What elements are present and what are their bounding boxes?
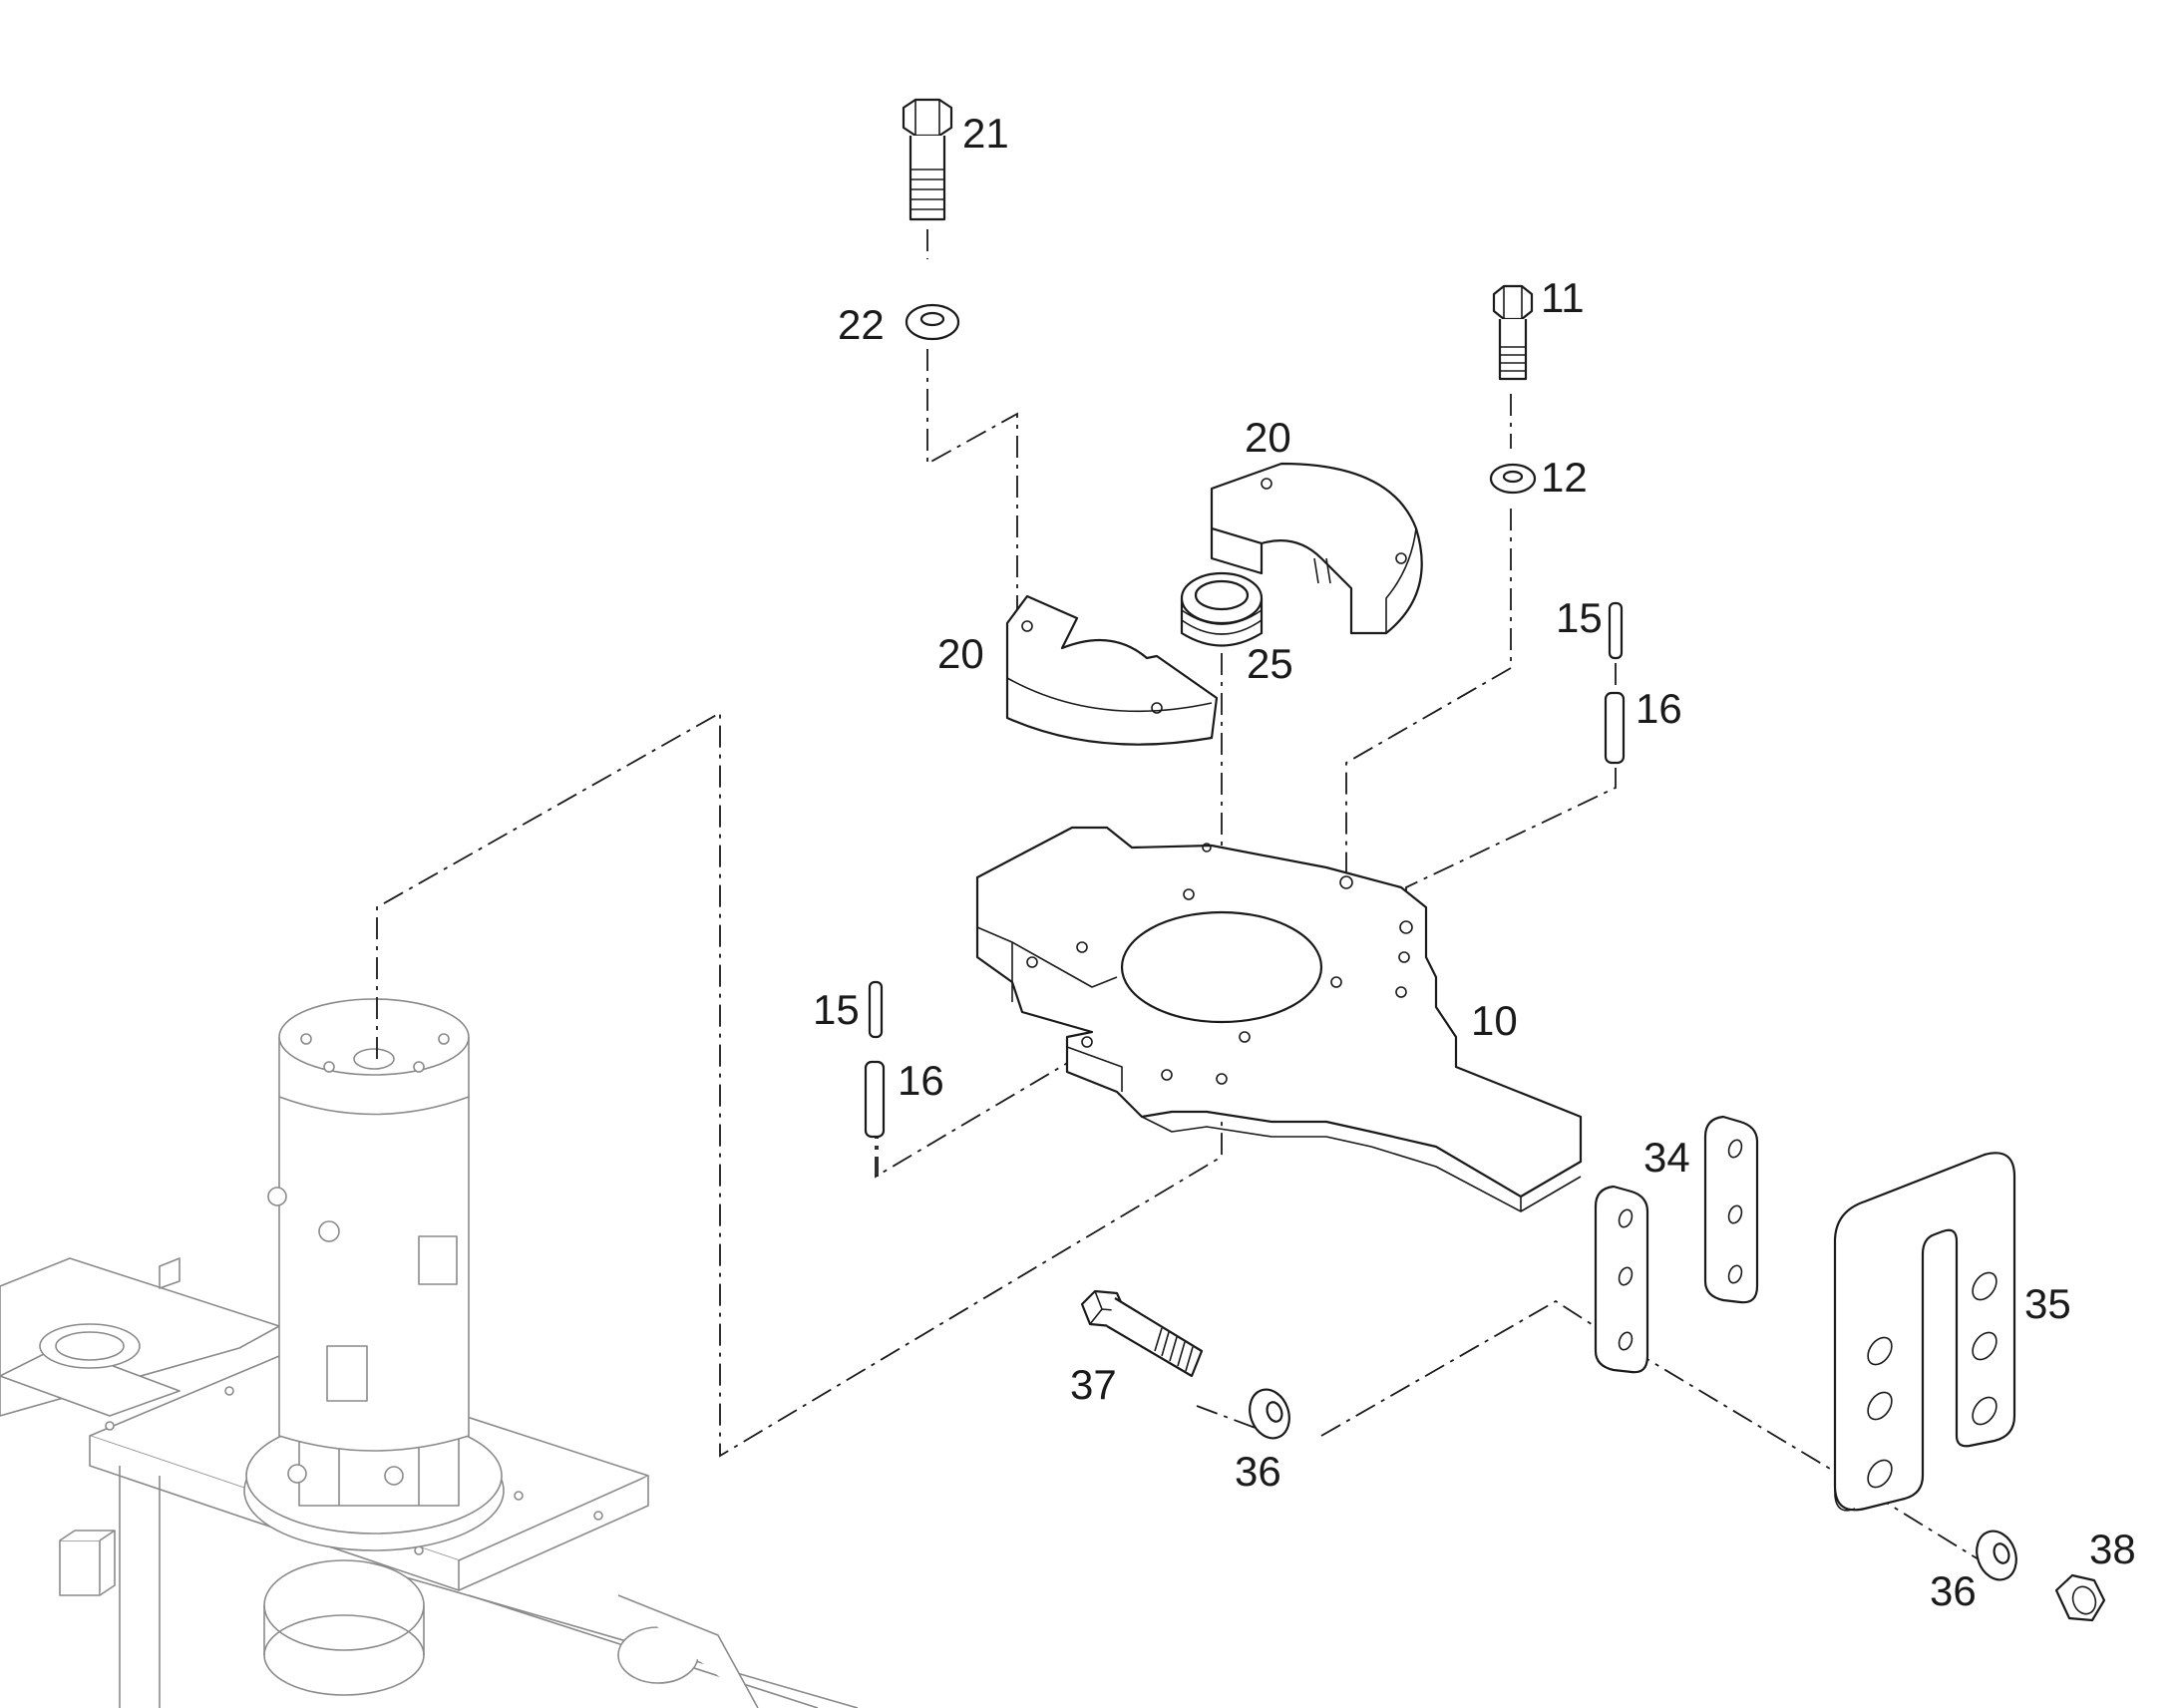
part-10-mounting-plate bbox=[975, 826, 1583, 1212]
part-36-washer-right bbox=[1976, 1530, 2017, 1581]
part-15-pin-right bbox=[1608, 601, 1624, 660]
callout-36-right: 36 bbox=[1930, 1567, 1977, 1614]
part-16-pin-left bbox=[864, 1060, 886, 1139]
callout-10: 10 bbox=[1471, 997, 1518, 1044]
callout-38: 38 bbox=[2089, 1526, 2136, 1572]
callout-36-left: 36 bbox=[1235, 1448, 1281, 1495]
callout-35: 35 bbox=[2024, 1280, 2071, 1327]
part-12-washer bbox=[1489, 463, 1537, 495]
callout-11: 11 bbox=[1541, 274, 1585, 321]
callout-16-right: 16 bbox=[1635, 685, 1682, 732]
callout-15-right: 15 bbox=[1556, 594, 1603, 641]
part-25-seal-bushing bbox=[1180, 571, 1264, 647]
callout-34: 34 bbox=[1643, 1134, 1690, 1181]
part-37-hex-bolt bbox=[1080, 1289, 1204, 1378]
callout-20-upper: 20 bbox=[1245, 414, 1291, 461]
part-21-hex-bolt bbox=[902, 98, 953, 221]
callout-21: 21 bbox=[962, 110, 1009, 157]
part-36-washer-left bbox=[1249, 1388, 1290, 1440]
part-16-pin-right bbox=[1604, 691, 1626, 765]
part-35-slotted-plate bbox=[1833, 1152, 2016, 1512]
callout-22: 22 bbox=[838, 301, 885, 348]
callout-12: 12 bbox=[1541, 454, 1588, 501]
part-34-strip-plate-front bbox=[1594, 1185, 1649, 1374]
part-38-hex-nut bbox=[2054, 1573, 2106, 1622]
part-11-hex-bolt bbox=[1492, 284, 1534, 381]
callout-15-left: 15 bbox=[813, 986, 860, 1033]
callout-16-left: 16 bbox=[898, 1057, 944, 1104]
part-20-half-ring-upper bbox=[1210, 462, 1423, 635]
part-34-strip-plate-rear bbox=[1703, 1115, 1759, 1304]
callout-25: 25 bbox=[1247, 640, 1293, 687]
swivel-joint-cylinder bbox=[243, 998, 505, 1696]
part-22-washer bbox=[905, 303, 960, 341]
callout-labels: 21 22 11 12 20 20 25 15 16 15 16 10 34 3… bbox=[813, 110, 2136, 1614]
callout-37: 37 bbox=[1070, 1361, 1117, 1408]
part-15-pin-left bbox=[868, 980, 884, 1039]
part-20-half-ring-lower bbox=[1005, 594, 1219, 746]
callout-20-lower: 20 bbox=[937, 630, 984, 677]
